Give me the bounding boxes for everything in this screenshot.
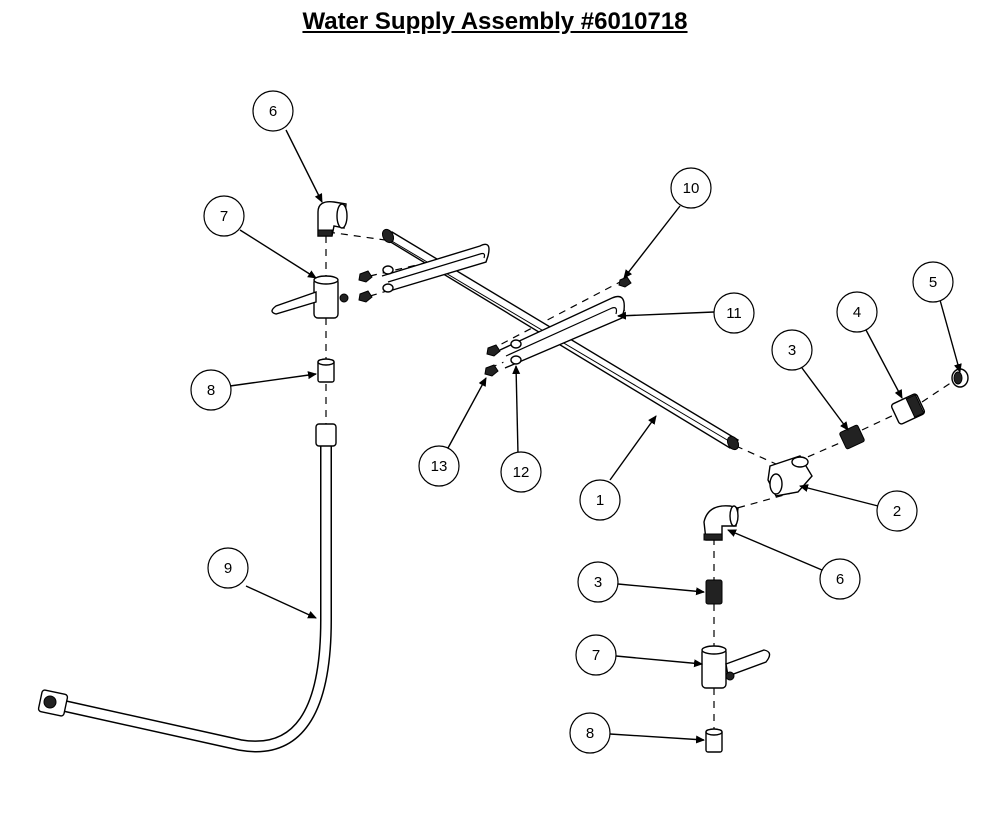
nuts-washers-upper <box>358 265 394 303</box>
diagram-title: Water Supply Assembly #6010718 <box>302 8 688 35</box>
callout-8-lower: 8 <box>569 712 611 754</box>
nipple-part-3-upper <box>839 424 865 450</box>
callout-13: 13 <box>418 445 460 487</box>
callout-label: 13 <box>431 458 448 475</box>
tee-part-2 <box>767 455 813 497</box>
callout-label: 8 <box>586 725 594 742</box>
callout-6-upper: 6 <box>252 90 294 132</box>
nipple-part-3-lower <box>705 579 723 605</box>
callout-1: 1 <box>579 479 621 521</box>
callout-10: 10 <box>670 167 712 209</box>
callout-2: 2 <box>876 490 918 532</box>
valve-part-7-lower <box>701 645 771 689</box>
nuts-washers-lower <box>484 339 522 377</box>
fitting-part-4 <box>890 393 926 425</box>
callout-label: 7 <box>592 647 600 664</box>
callout-label: 6 <box>836 571 844 588</box>
callout-4: 4 <box>836 291 878 333</box>
callout-label: 8 <box>207 382 215 399</box>
u-bolt-lower-part-11 <box>499 295 625 369</box>
callout-label: 6 <box>269 103 277 120</box>
leader-lines <box>229 129 962 744</box>
valve-part-7-upper <box>271 275 349 319</box>
callout-label: 7 <box>220 208 228 225</box>
callout-3-lower: 3 <box>577 561 619 603</box>
callout-label: 5 <box>929 274 937 291</box>
callout-6-lower: 6 <box>819 558 861 600</box>
callout-5: 5 <box>912 261 954 303</box>
u-bolt-upper <box>381 243 490 293</box>
cap-part-5 <box>951 368 969 388</box>
callout-label: 4 <box>853 304 861 321</box>
callout-7-upper: 7 <box>203 195 245 237</box>
elbow-part-6-lower <box>703 505 739 541</box>
callout-label: 3 <box>788 342 796 359</box>
nut-part-10 <box>618 276 632 288</box>
callout-label: 11 <box>726 305 742 322</box>
callout-7-lower: 7 <box>575 634 617 676</box>
callout-11: 11 <box>713 292 755 334</box>
elbow-part-6-upper <box>317 201 348 237</box>
hose-part-9 <box>37 423 337 753</box>
callout-label: 10 <box>683 180 700 197</box>
callout-label: 1 <box>596 492 604 509</box>
fitting-part-8-lower <box>705 728 723 753</box>
callout-12: 12 <box>500 451 542 493</box>
callout-label: 3 <box>594 574 602 591</box>
callout-9: 9 <box>207 547 249 589</box>
callout-8-upper: 8 <box>190 369 232 411</box>
callout-label: 2 <box>893 503 901 520</box>
callout-label: 12 <box>513 464 530 481</box>
fitting-part-8-upper <box>317 358 335 383</box>
callout-label: 9 <box>224 560 232 577</box>
callout-3-upper: 3 <box>771 329 813 371</box>
